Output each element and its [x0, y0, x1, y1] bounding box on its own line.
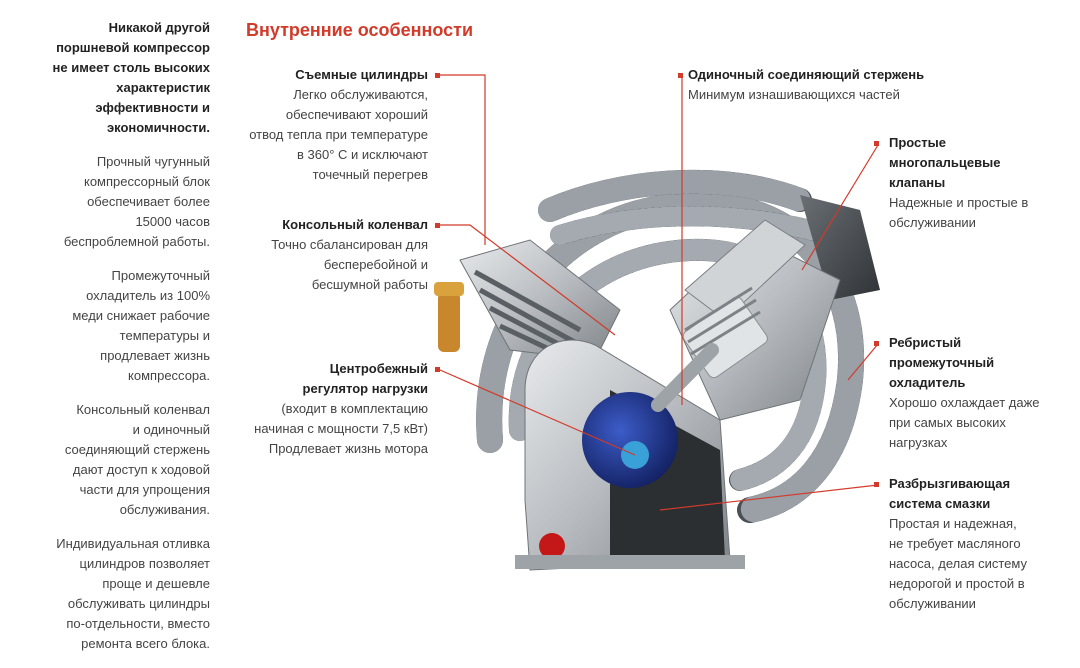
feature-title: Одиночный соединяющий стержень: [688, 67, 925, 82]
intro-lead-line: характеристик: [116, 80, 210, 95]
valve-head-box: [800, 195, 880, 300]
feature-desc-line: насоса, делая систему: [889, 556, 1027, 571]
feature-title: Разбрызгивающая: [889, 476, 1011, 491]
feature-title: Простые: [889, 135, 946, 150]
motor-rotor: [582, 392, 678, 488]
paragraph-line: дают доступ к ходовой: [72, 462, 210, 477]
feature-desc-line: в 360° С и исключают: [297, 147, 428, 162]
paragraph-line: проще и дешевле: [102, 576, 210, 591]
feature-title: регулятор нагрузки: [302, 381, 428, 396]
feature-desc-line: нагрузках: [889, 435, 948, 450]
feature-desc-line: начиная с мощности 7,5 кВт): [254, 421, 428, 436]
feature-title: многопальцевые: [889, 155, 1001, 170]
feature-title: Центробежный: [329, 361, 428, 376]
feature-regulator: Центробежный регулятор нагрузки (входит …: [220, 359, 428, 459]
paragraph-line: меди снижает рабочие: [72, 308, 210, 323]
feature-desc-line: точечный перегрев: [312, 167, 428, 182]
intro-column: Никакой другой поршневой компрессор не и…: [0, 18, 210, 668]
feature-desc-line: обслуживании: [889, 215, 976, 230]
feature-desc-line: (входит в комплектацию: [281, 401, 428, 416]
paragraph-line: обслуживать цилиндры: [67, 596, 210, 611]
intro-paragraph-cylinders: Индивидуальная отливка цилиндров позволя…: [0, 534, 210, 654]
paragraph-line: и одиночный: [132, 422, 210, 437]
paragraph-line: Прочный чугунный: [96, 154, 210, 169]
left-cylinder-head: [434, 239, 621, 369]
paragraph-line: соединяющий стержень: [64, 442, 210, 457]
feature-rod: Одиночный соединяющий стержень Минимум и…: [688, 65, 988, 105]
feature-desc-line: при самых высоких: [889, 415, 1006, 430]
feature-title: промежуточный: [889, 355, 995, 370]
feature-title: охладитель: [889, 375, 966, 390]
intro-lead-line: не имеет столь высоких: [52, 60, 210, 75]
feature-desc-line: Минимум изнашивающихся частей: [688, 87, 900, 102]
marker-regulator: [435, 367, 440, 372]
intro-lead-line: поршневой компрессор: [56, 40, 210, 55]
feature-desc-line: обслуживании: [889, 596, 976, 611]
paragraph-line: цилиндров позволяет: [79, 556, 210, 571]
brass-fitting-icon: [438, 292, 460, 352]
feature-valves: Простые многопальцевые клапаны Надежные …: [889, 133, 1074, 233]
feature-title: Консольный коленвал: [282, 217, 428, 232]
paragraph-line: Консольный коленвал: [76, 402, 210, 417]
paragraph-line: обслуживания.: [119, 502, 210, 517]
intro-lead-line: Никакой другой: [108, 20, 210, 35]
feature-desc-line: Хорошо охлаждает даже: [889, 395, 1040, 410]
feature-desc-line: обеспечивают хороший: [285, 107, 428, 122]
intro-paragraph-cast-iron: Прочный чугунный компрессорный блок обес…: [0, 152, 210, 252]
right-cylinder: [651, 219, 841, 421]
marker-cooler: [874, 341, 879, 346]
paragraph-line: продлевает жизнь: [100, 348, 210, 363]
marker-crankshaft: [435, 223, 440, 228]
paragraph-line: части для упрощения: [79, 482, 210, 497]
leader-lines: [439, 74, 879, 511]
feature-title: Ребристый: [889, 335, 962, 350]
feature-title: Съемные цилиндры: [295, 67, 428, 82]
paragraph-line: компрессора.: [128, 368, 210, 383]
feature-desc-line: не требует масляного: [889, 536, 1021, 551]
compressor-illustration: [434, 74, 880, 571]
crankcase: [515, 339, 745, 571]
intro-lead-line: экономичности.: [106, 120, 210, 135]
feature-desc-line: Простая и надежная,: [889, 516, 1017, 531]
feature-title: система смазки: [889, 496, 991, 511]
paragraph-line: Индивидуальная отливка: [56, 536, 210, 551]
feature-lubrication: Разбрызгивающая система смазки Простая и…: [889, 474, 1074, 614]
feature-desc-line: недорогой и простой в: [889, 576, 1025, 591]
marker-valves: [874, 141, 879, 146]
feature-crankshaft: Консольный коленвал Точно сбалансирован …: [220, 215, 428, 295]
intro-paragraph-cooler: Промежуточный охладитель из 100% меди сн…: [0, 266, 210, 386]
marker-cylinders: [435, 73, 440, 78]
paragraph-line: Промежуточный: [111, 268, 210, 283]
paragraph-line: 15000 часов: [135, 214, 210, 229]
feature-desc-line: Надежные и простые в: [889, 195, 1029, 210]
paragraph-line: обеспечивает более: [87, 194, 210, 209]
paragraph-line: компрессорный блок: [83, 174, 210, 189]
feature-title: клапаны: [889, 175, 946, 190]
oil-cap-icon: [539, 533, 565, 559]
paragraph-line: температуры и: [119, 328, 210, 343]
feature-desc-line: отвод тепла при температуре: [249, 127, 428, 142]
feature-cylinders: Съемные цилиндры Легко обслуживаются, об…: [220, 65, 428, 185]
paragraph-line: беспроблемной работы.: [63, 234, 210, 249]
marker-rod: [678, 73, 683, 78]
paragraph-line: охладитель из 100%: [86, 288, 210, 303]
intro-lead-line: эффективности и: [95, 100, 210, 115]
section-title: Внутренние особенности: [246, 20, 474, 40]
feature-desc-line: бесперебойной и: [323, 257, 428, 272]
feature-cooler: Ребристый промежуточный охладитель Хорош…: [889, 333, 1074, 453]
feature-desc-line: Точно сбалансирован для: [271, 237, 428, 252]
connecting-rod: [651, 343, 719, 412]
intro-lead: Никакой другой поршневой компрессор не и…: [0, 18, 210, 138]
intro-paragraph-crankshaft: Консольный коленвал и одиночный соединяю…: [0, 400, 210, 520]
paragraph-line: ремонта всего блока.: [81, 636, 210, 651]
paragraph-line: по-отдельности, вместо: [66, 616, 210, 631]
feature-desc-line: бесшумной работы: [311, 277, 428, 292]
feature-desc-line: Продлевает жизнь мотора: [268, 441, 428, 456]
feature-desc-line: Легко обслуживаются,: [293, 87, 428, 102]
marker-lubrication: [874, 482, 879, 487]
